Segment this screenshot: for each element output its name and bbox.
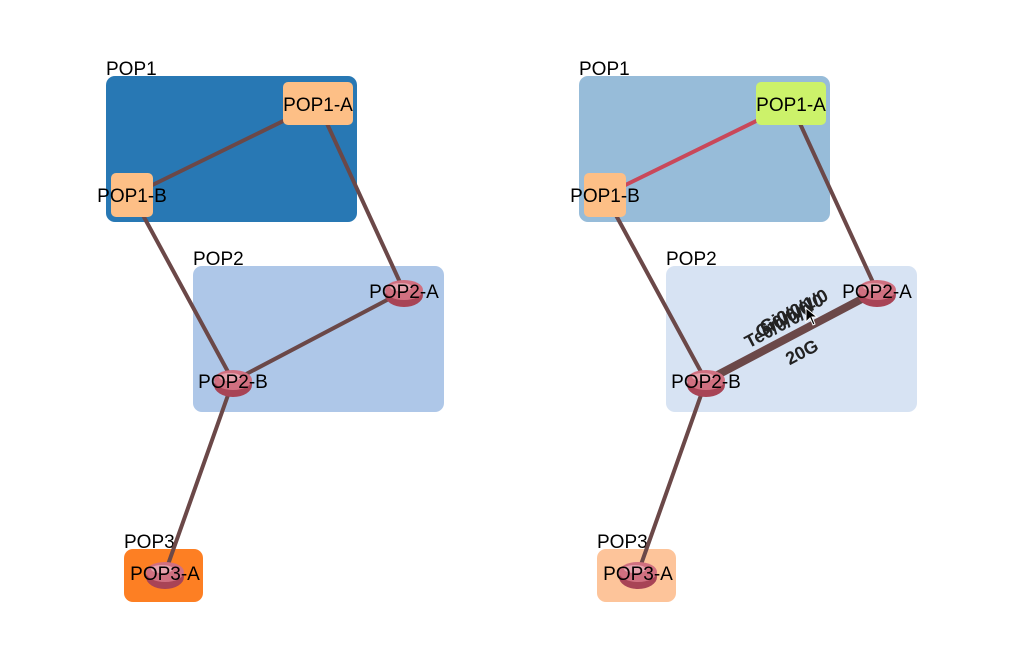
router-icon-shine: [624, 565, 646, 573]
link-pop1-b-pop2-b[interactable]: [130, 193, 235, 383]
node-box[interactable]: [283, 82, 353, 125]
link-pop1-a-pop2-a[interactable]: [789, 102, 879, 293]
router-icon: [214, 370, 252, 397]
node-pop3-a[interactable]: POP3-A: [130, 562, 200, 589]
node-label: POP2-B: [198, 372, 268, 393]
node-pop1-a[interactable]: POP1-A: [283, 82, 353, 125]
link-pop1-a-pop2-a[interactable]: [316, 102, 406, 293]
group-pop2-label: POP2: [193, 249, 244, 270]
node-pop3-a[interactable]: POP3-A: [603, 562, 673, 589]
group-pop1-label: POP1: [106, 59, 157, 80]
link-pop2-b-pop3-a[interactable]: [163, 379, 235, 575]
node-label: POP2-A: [842, 282, 912, 303]
node-box[interactable]: [756, 82, 826, 125]
link-pop2-b-pop3-a[interactable]: [636, 379, 708, 575]
router-icon: [858, 280, 896, 307]
router-icon: [687, 370, 725, 397]
node-box[interactable]: [584, 173, 626, 217]
group-pop3-label: POP3: [597, 532, 648, 553]
node-pop2-b[interactable]: POP2-B: [198, 370, 268, 397]
node-label: POP2-B: [671, 372, 741, 393]
router-icon-shine: [151, 565, 173, 573]
group-pop3-label: POP3: [124, 532, 175, 553]
node-label: POP3-A: [603, 564, 673, 585]
router-icon-shine: [692, 373, 714, 381]
node-label: POP1-B: [97, 186, 167, 207]
node-pop2-b[interactable]: POP2-B: [671, 370, 741, 397]
router-icon-shine: [863, 283, 885, 291]
node-pop1-b[interactable]: POP1-B: [97, 173, 167, 217]
node-pop1-a[interactable]: POP1-A: [756, 82, 826, 125]
router-icon: [619, 562, 657, 589]
router-icon-shine: [219, 373, 241, 381]
router-icon: [146, 562, 184, 589]
node-box[interactable]: [111, 173, 153, 217]
link-pop2-a-pop2-b[interactable]: [702, 287, 881, 385]
group-pop2-label: POP2: [666, 249, 717, 270]
node-label: POP3-A: [130, 564, 200, 585]
link-pop1-b-pop2-b[interactable]: [603, 193, 708, 383]
node-label: POP1-A: [756, 95, 826, 116]
node-label: POP2-A: [369, 282, 439, 303]
arrow-cursor-icon: [805, 306, 819, 326]
router-icon-shine: [390, 283, 412, 291]
node-pop1-b[interactable]: POP1-B: [570, 173, 640, 217]
link-pop2-a-pop2-b[interactable]: [231, 289, 406, 383]
node-label: POP1-A: [283, 95, 353, 116]
group-pop1-label: POP1: [579, 59, 630, 80]
node-label: POP1-B: [570, 186, 640, 207]
router-icon: [385, 280, 423, 307]
node-pop2-a[interactable]: POP2-A: [369, 280, 439, 307]
node-pop2-a[interactable]: POP2-A: [842, 280, 912, 307]
